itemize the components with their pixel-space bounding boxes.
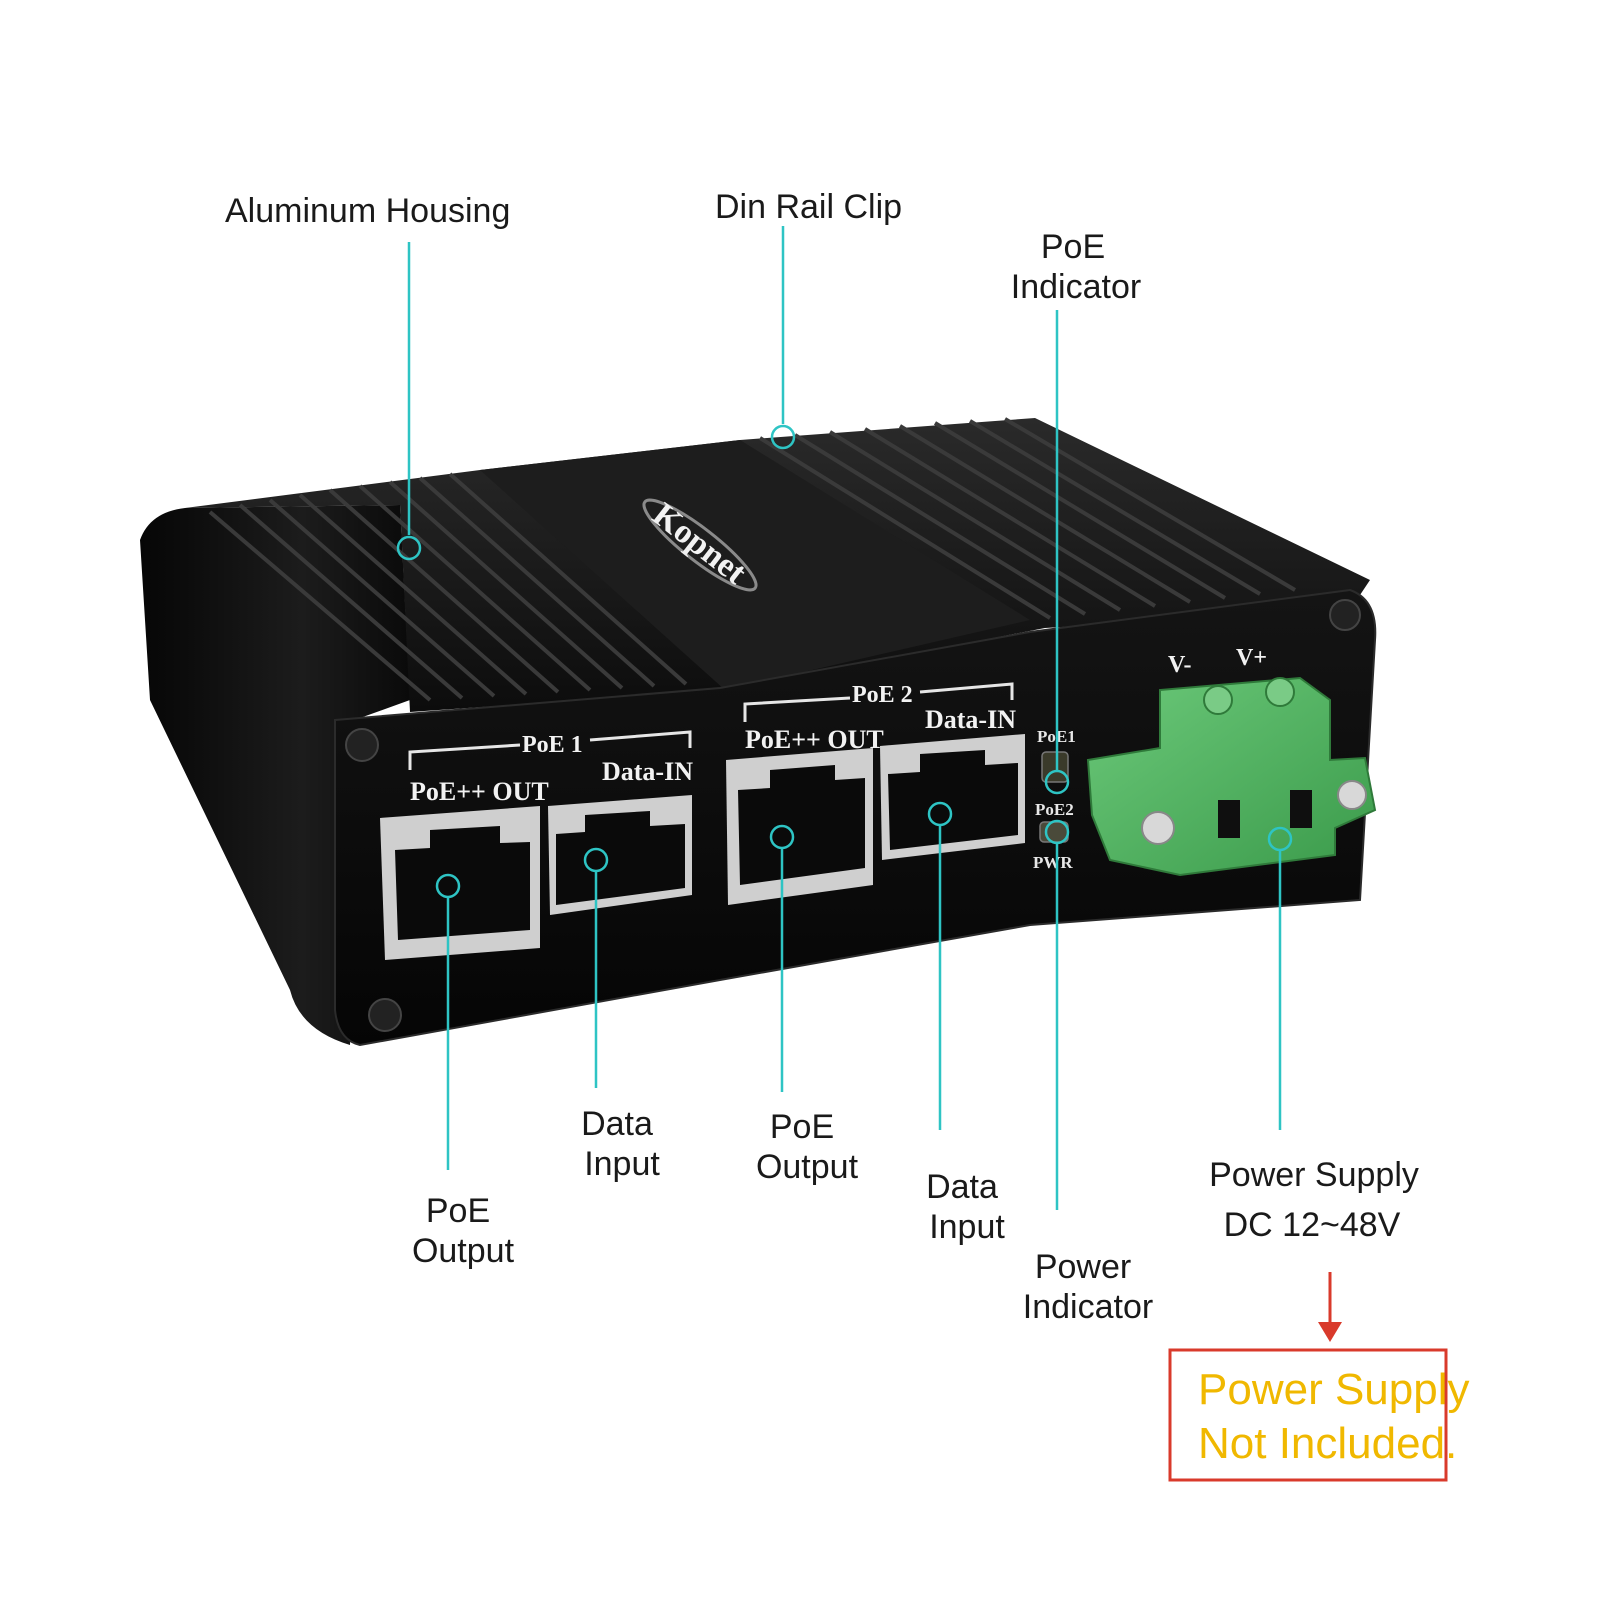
callout-poe-output-2: PoE Output — [756, 1108, 859, 1186]
svg-text:Output: Output — [756, 1148, 859, 1186]
group-label-poe2: PoE 2 — [852, 682, 913, 708]
svg-text:Data: Data — [581, 1105, 653, 1143]
led-label-poe2: PoE2 — [1035, 800, 1074, 819]
callout-aluminum-housing: Aluminum Housing — [225, 192, 510, 230]
screw-bottom-left — [368, 998, 402, 1032]
rj45-port-data-in-1[interactable] — [548, 795, 692, 915]
svg-text:Input: Input — [584, 1145, 660, 1183]
rj45-port-poe-out-1[interactable] — [380, 806, 540, 960]
svg-text:Output: Output — [412, 1232, 515, 1270]
notice-box: Power Supply Not Included. — [1168, 1348, 1469, 1482]
heatsink-fins-left — [208, 472, 688, 702]
device-body: Kopnet PoE 1 PoE 2 PoE++ OUT Data-IN PoE… — [140, 417, 1377, 1047]
heatsink-fins-right — [758, 417, 1297, 620]
port-label-data-in-2: Data-IN — [925, 705, 1016, 734]
svg-text:PoE: PoE — [426, 1192, 490, 1230]
svg-text:Power Supply: Power Supply — [1209, 1156, 1419, 1194]
screw-top-right — [1329, 599, 1361, 631]
group-bracket-poe1 — [408, 730, 692, 770]
notice-arrow — [1318, 1272, 1342, 1342]
callout-data-input-1: Data Input — [581, 1105, 660, 1183]
svg-text:Data: Data — [926, 1168, 998, 1206]
led-label-pwr: PWR — [1033, 853, 1073, 872]
terminal-label-v-plus: V+ — [1236, 645, 1267, 671]
notice-line-1: Power Supply — [1198, 1365, 1469, 1414]
callout-data-input-2: Data Input — [926, 1168, 1005, 1246]
callout-power-supply: Power Supply DC 12~48V — [1209, 1156, 1419, 1244]
callout-poe-indicator: PoE Indicator — [1011, 228, 1141, 306]
svg-text:Indicator: Indicator — [1011, 268, 1141, 306]
svg-text:PoE: PoE — [770, 1108, 834, 1146]
svg-text:PoE: PoE — [1041, 228, 1105, 266]
logo-panel — [480, 440, 1030, 690]
power-terminal-block[interactable] — [1086, 676, 1377, 877]
callout-din-rail-clip: Din Rail Clip — [715, 188, 902, 226]
svg-text:Power: Power — [1035, 1248, 1131, 1286]
port-label-data-in-1: Data-IN — [602, 757, 693, 786]
rj45-port-data-in-2[interactable] — [880, 734, 1025, 860]
callout-poe-output-1: PoE Output — [412, 1192, 515, 1270]
svg-text:Indicator: Indicator — [1023, 1288, 1153, 1326]
screw-top-left — [345, 728, 379, 762]
svg-text:DC 12~48V: DC 12~48V — [1224, 1206, 1401, 1244]
notice-line-2: Not Included. — [1198, 1419, 1457, 1468]
leader-lines — [396, 226, 1293, 1210]
rj45-port-poe-out-2[interactable] — [726, 748, 873, 905]
terminal-label-v-minus: V- — [1168, 652, 1192, 678]
svg-text:Input: Input — [929, 1208, 1005, 1246]
callout-power-indicator: Power Indicator — [1023, 1248, 1153, 1326]
port-label-poe-out-1: PoE++ OUT — [410, 777, 549, 806]
group-bracket-poe2 — [743, 682, 1014, 722]
group-label-poe1: PoE 1 — [522, 732, 583, 758]
